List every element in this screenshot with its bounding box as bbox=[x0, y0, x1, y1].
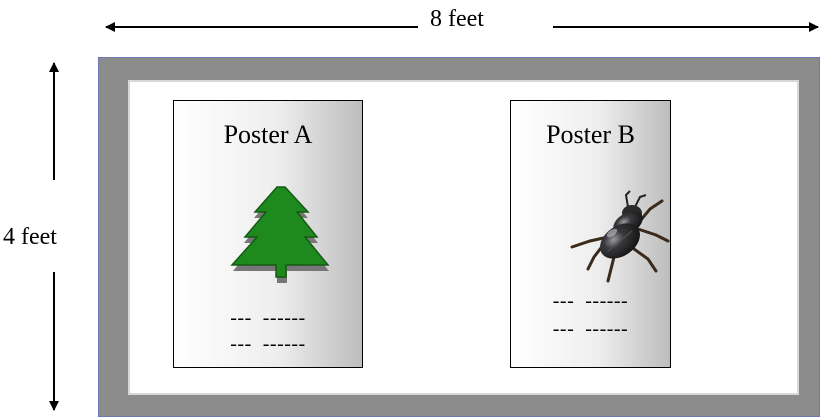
poster-a: Poster A --- ------ --- ------ bbox=[173, 100, 363, 368]
poster-b-line-1: --- ------ bbox=[552, 290, 629, 312]
poster-b-line-2: --- ------ bbox=[552, 318, 629, 340]
poster-b: Poster B --- - bbox=[510, 100, 671, 368]
height-label: 4 feet bbox=[3, 224, 57, 250]
width-arrow bbox=[105, 22, 819, 32]
poster-a-line-1: --- ------ bbox=[230, 307, 306, 329]
beetle-icon bbox=[570, 190, 670, 283]
poster-a-title: Poster A bbox=[223, 120, 313, 149]
tree-icon bbox=[230, 186, 330, 283]
poster-b-title: Poster B bbox=[546, 120, 635, 149]
poster-a-line-2: --- ------ bbox=[230, 333, 306, 355]
height-arrow bbox=[49, 62, 59, 411]
width-label: 8 feet bbox=[430, 6, 484, 32]
